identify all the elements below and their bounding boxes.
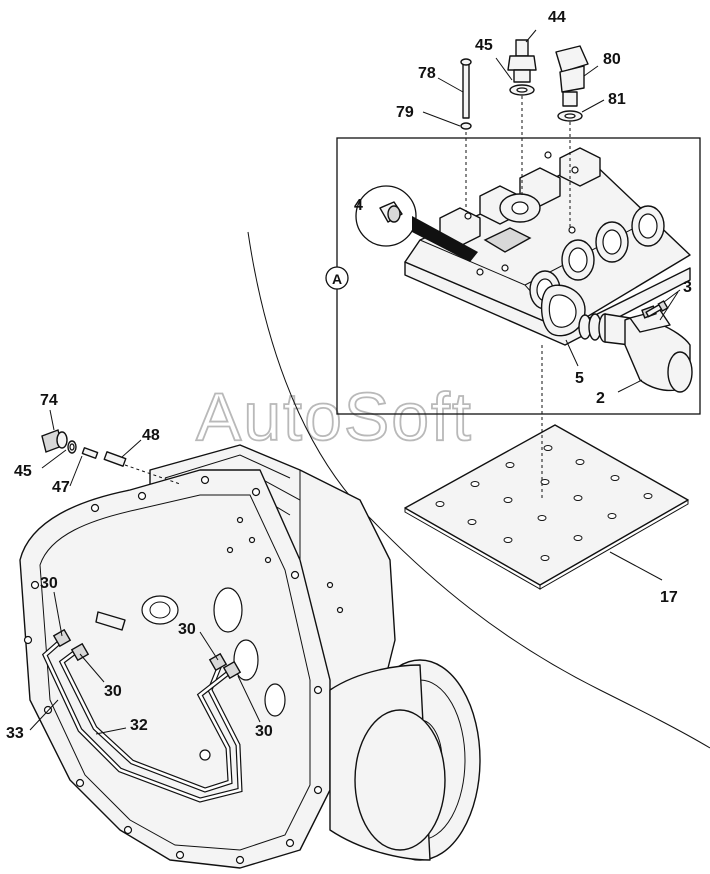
callout-44: 44 (548, 9, 566, 26)
callout-3: 3 (683, 279, 692, 296)
callout-81: 81 (608, 91, 626, 108)
bolt-3 (645, 300, 669, 318)
leader-lines (29, 29, 681, 735)
callout-45-upper: 45 (475, 37, 493, 54)
callout-80: 80 (603, 51, 621, 68)
transmission-housing (19, 444, 481, 869)
callout-30-c: 30 (178, 621, 196, 638)
gasket-5 (541, 284, 586, 337)
detail-boundary-arc (247, 231, 710, 749)
sensor-80 (555, 45, 589, 230)
callout-17: 17 (660, 589, 678, 606)
plug-4-detail (355, 185, 478, 262)
callout-33: 33 (6, 725, 24, 742)
view-marker-a: A (325, 266, 349, 290)
callout-79: 79 (396, 104, 414, 121)
callout-30-a: 30 (40, 575, 58, 592)
watermark: AutoSoft (196, 379, 473, 455)
callout-48: 48 (142, 427, 160, 444)
callout-78: 78 (418, 65, 436, 82)
solenoid-2 (578, 305, 693, 393)
callout-74: 74 (40, 392, 58, 409)
callout-4: 4 (354, 197, 363, 214)
callout-30-d: 30 (255, 723, 273, 740)
separator-plate-17 (404, 424, 689, 590)
callout-2: 2 (596, 390, 605, 407)
callout-45-lower: 45 (14, 463, 32, 480)
callout-32: 32 (130, 717, 148, 734)
svg-text:A: A (332, 271, 342, 287)
callout-30-b: 30 (104, 683, 122, 700)
oil-pipes (41, 611, 243, 803)
callout-47: 47 (52, 479, 70, 496)
bolt-78 (460, 58, 472, 212)
sensor-44 (507, 39, 537, 195)
fitting-group-74 (41, 429, 181, 485)
callout-5: 5 (575, 370, 584, 387)
